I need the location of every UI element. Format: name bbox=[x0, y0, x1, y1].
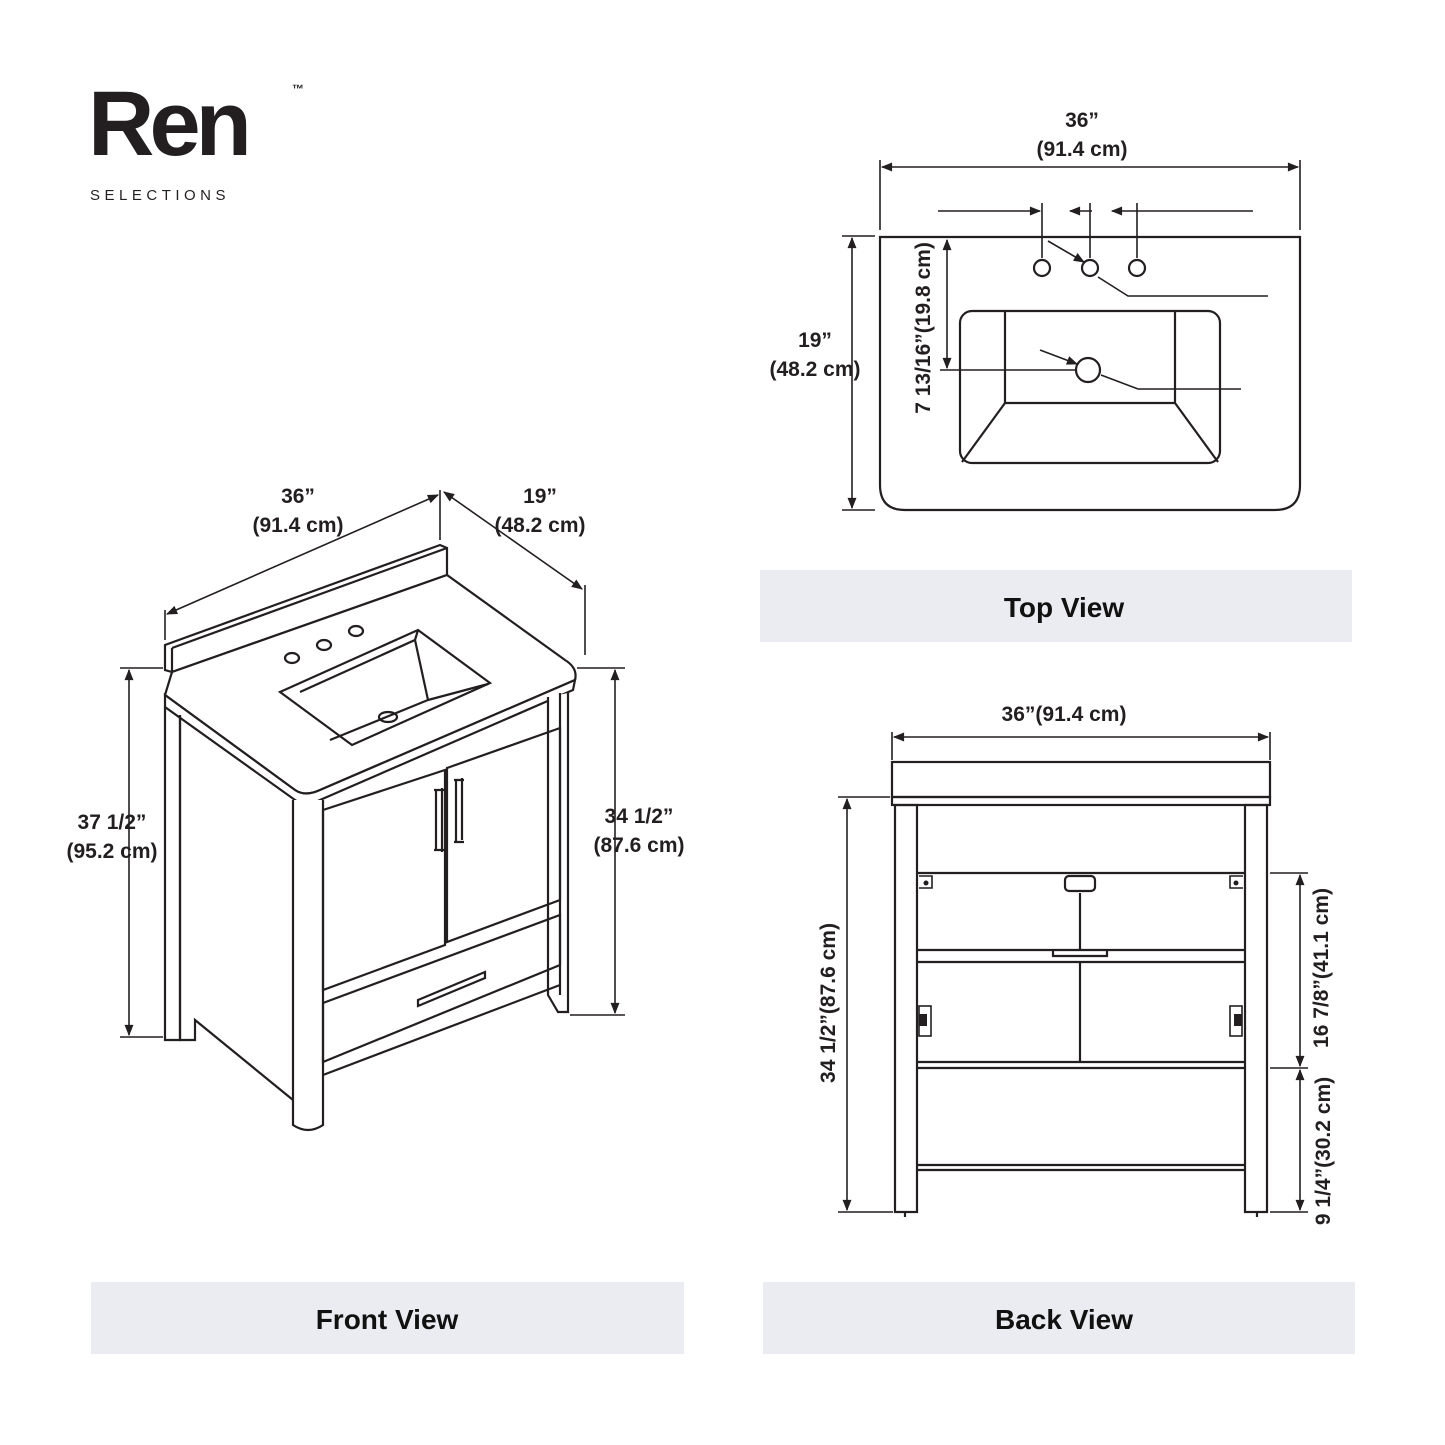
top-depth-in: 19” bbox=[798, 329, 832, 352]
back-view-drawing bbox=[838, 732, 1308, 1217]
front-view-label-box bbox=[91, 1282, 684, 1354]
hinge-icon bbox=[918, 1005, 1243, 1037]
back-view-label-box bbox=[763, 1282, 1355, 1354]
faucet-hole-icon bbox=[1127, 258, 1147, 278]
front-width-cm: (91.4 cm) bbox=[252, 514, 343, 537]
opening-height-dim: 16 7/8”(41.1 cm) bbox=[1310, 888, 1333, 1048]
cabinet-height-in: 34 1/2” bbox=[605, 805, 674, 828]
top-width-in: 36” bbox=[1065, 109, 1099, 132]
front-depth-cm: (48.2 cm) bbox=[494, 514, 585, 537]
top-view-label-box bbox=[760, 570, 1352, 642]
top-width-cm: (91.4 cm) bbox=[1036, 138, 1127, 161]
lower-height-dim: 9 1/4”(30.2 cm) bbox=[1312, 1077, 1335, 1225]
drain-icon bbox=[1074, 356, 1102, 384]
faucet-hole-icon bbox=[1080, 258, 1100, 278]
front-width-in: 36” bbox=[281, 485, 315, 508]
total-height-in: 37 1/2” bbox=[78, 811, 147, 834]
brand-name: Ren bbox=[88, 73, 247, 175]
faucet-hole-icon bbox=[315, 638, 333, 652]
drain-fitting-icon bbox=[1063, 874, 1097, 893]
brand-subtitle: SELECTIONS bbox=[90, 187, 230, 204]
brand-logo: Ren ™ SELECTIONS bbox=[88, 73, 304, 204]
back-height-dim: 34 1/2”(87.6 cm) bbox=[817, 923, 840, 1083]
top-view-label: Top View bbox=[1004, 592, 1125, 623]
faucet-hole-icon bbox=[347, 624, 365, 638]
front-view-label: Front View bbox=[316, 1304, 459, 1335]
front-view-drawing bbox=[120, 490, 625, 1132]
total-height-cm: (95.2 cm) bbox=[66, 840, 157, 863]
back-view-label: Back View bbox=[995, 1304, 1133, 1335]
trademark: ™ bbox=[292, 82, 304, 96]
drain-offset-dim: 7 13/16”(19.8 cm) bbox=[912, 242, 935, 414]
back-width-dim: 36”(91.4 cm) bbox=[1002, 703, 1127, 726]
faucet-hole-icon bbox=[283, 651, 301, 665]
top-depth-cm: (48.2 cm) bbox=[769, 358, 860, 381]
faucet-hole-icon bbox=[1032, 258, 1052, 278]
front-depth-in: 19” bbox=[523, 485, 557, 508]
top-view-drawing bbox=[842, 160, 1302, 512]
bracket-icon bbox=[919, 875, 1243, 889]
cabinet-height-cm: (87.6 cm) bbox=[593, 834, 684, 857]
